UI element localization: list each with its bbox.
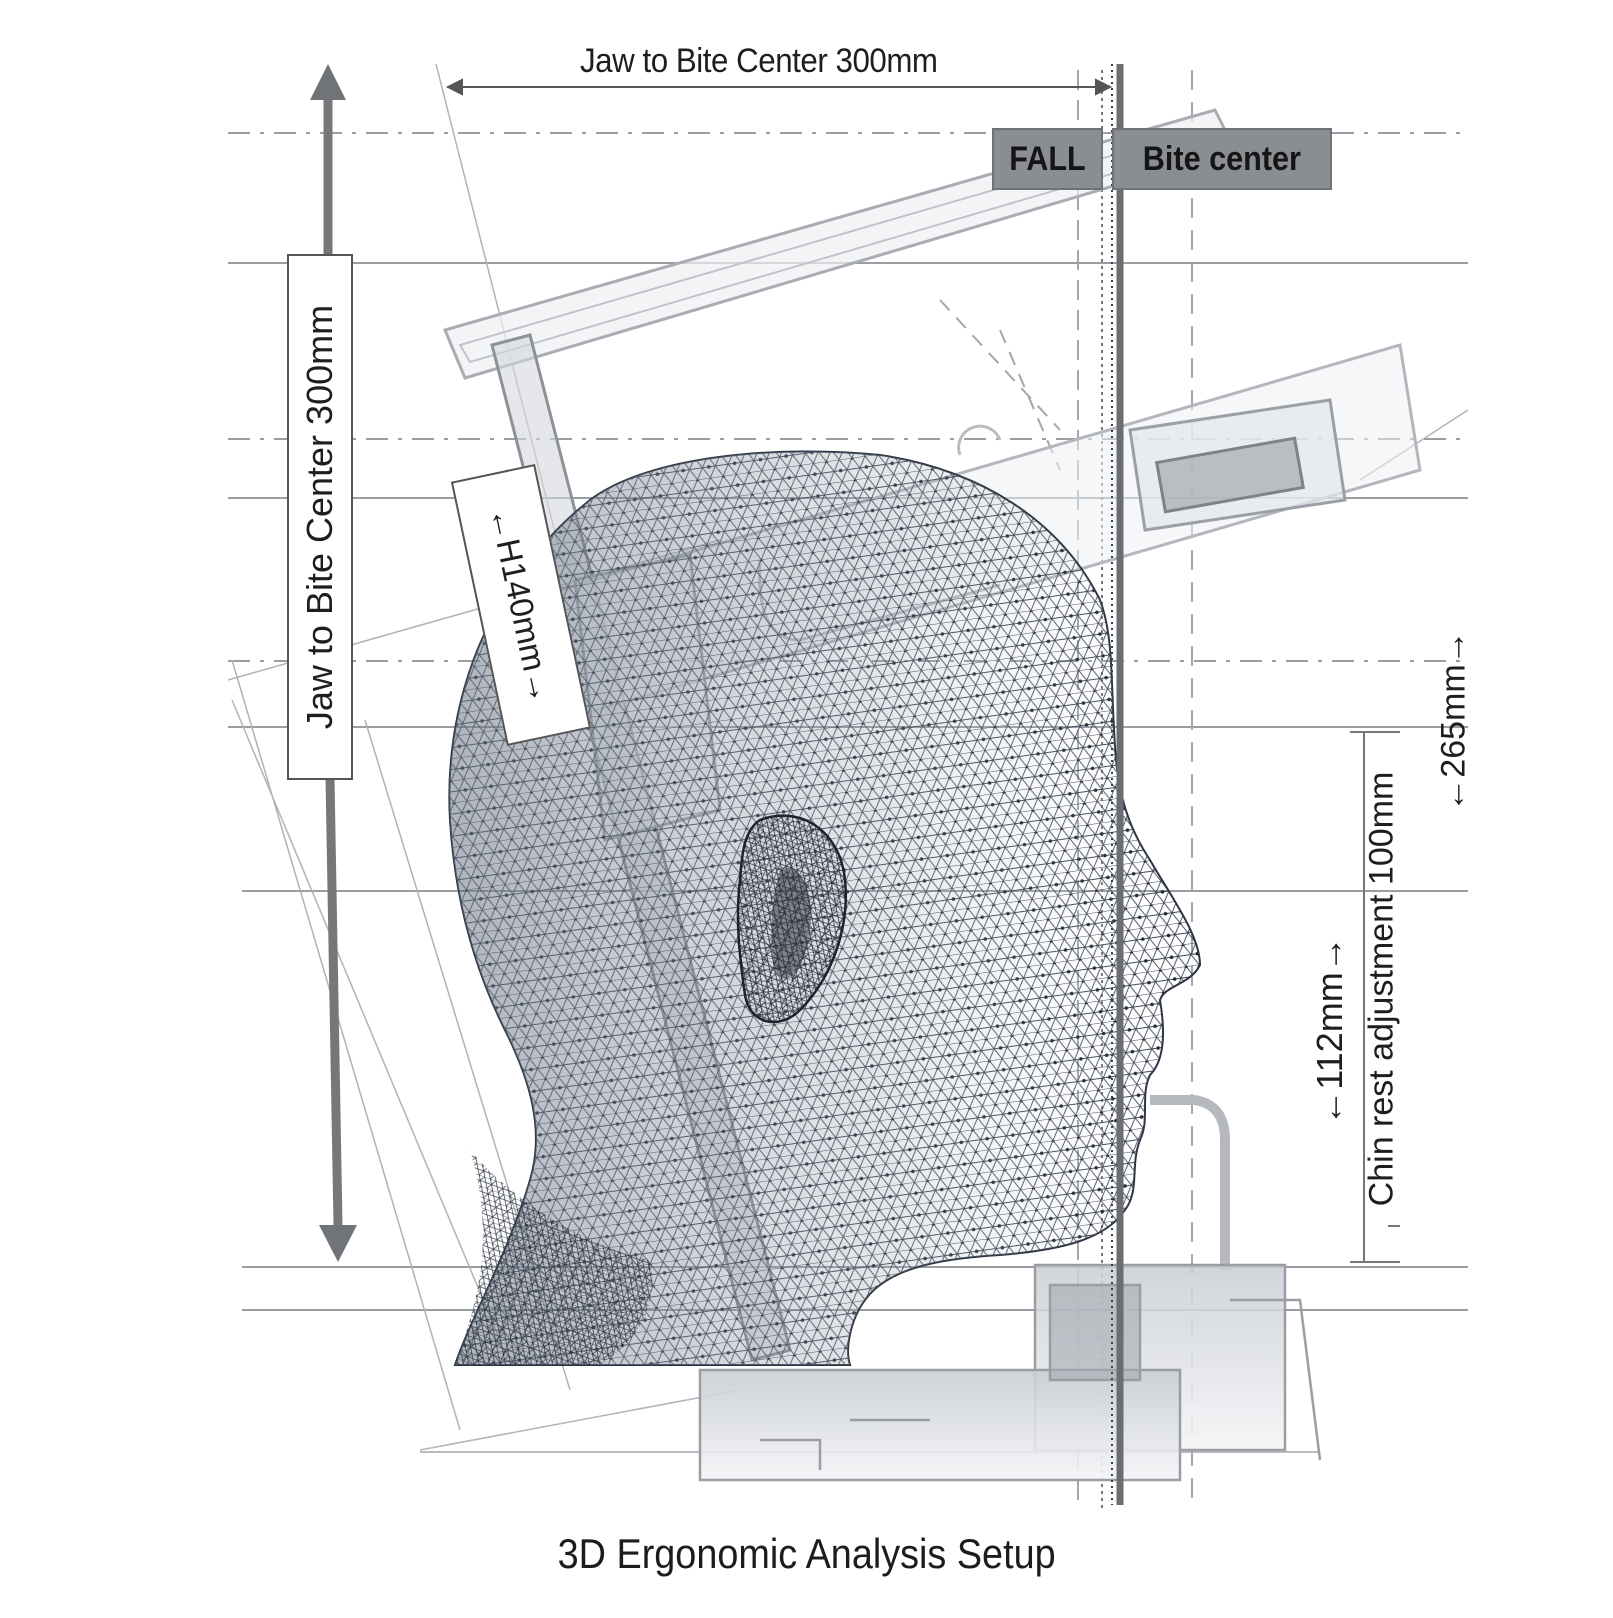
dimension-112-label: ←112mm→ xyxy=(1309,936,1350,1126)
base-detail xyxy=(760,1418,930,1470)
arrow-head-up xyxy=(310,64,346,100)
base-slot xyxy=(1048,1283,1142,1382)
left-dimension-label: Jaw to Bite Center 300mm xyxy=(299,304,340,730)
left-dimension-box xyxy=(287,254,353,780)
construction-line xyxy=(231,659,461,1431)
construction-line xyxy=(419,1389,741,1451)
head-wireframe xyxy=(448,450,1202,1366)
chin-rest-arm xyxy=(1150,1095,1230,1270)
arrow-head-left xyxy=(445,78,463,96)
caption-text: 3D Ergonomic Analysis Setup xyxy=(557,1530,1056,1577)
fall-tag-label: FALL xyxy=(1009,139,1086,178)
chin-rest-adjustment-label: Chin rest adjustment 100mm xyxy=(1362,771,1401,1207)
arrow-head-right xyxy=(1095,78,1113,96)
bite-center-tag-label: Bite center xyxy=(1142,139,1302,178)
right-dimension-markers xyxy=(1350,731,1400,1263)
neck-dense-mesh xyxy=(455,1150,653,1365)
construction-line xyxy=(231,699,501,1341)
diagram-caption: 3D Ergonomic Analysis Setup xyxy=(0,1530,1613,1578)
dimension-265-label: ←265mm→ xyxy=(1434,630,1473,812)
top-dimension-label: Jaw to Bite Center 300mm xyxy=(580,42,938,80)
chin-rest-base xyxy=(698,1095,1322,1482)
top-dimension-arrow xyxy=(445,78,1113,96)
band-clip xyxy=(957,424,1002,456)
ear-inner xyxy=(771,868,811,978)
arrow-head-down xyxy=(319,1225,357,1262)
guide-line xyxy=(939,299,1061,431)
fall-tag: FALL xyxy=(992,128,1103,190)
dimension-line-lower xyxy=(325,777,343,1226)
base-support xyxy=(1230,1298,1322,1461)
left-dimension-arrow xyxy=(310,64,357,1262)
base-plate xyxy=(698,1368,1182,1482)
bite-center-tag: Bite center xyxy=(1112,128,1332,190)
band-bracket-block xyxy=(1154,436,1306,514)
axis-lines xyxy=(1111,64,1124,1505)
